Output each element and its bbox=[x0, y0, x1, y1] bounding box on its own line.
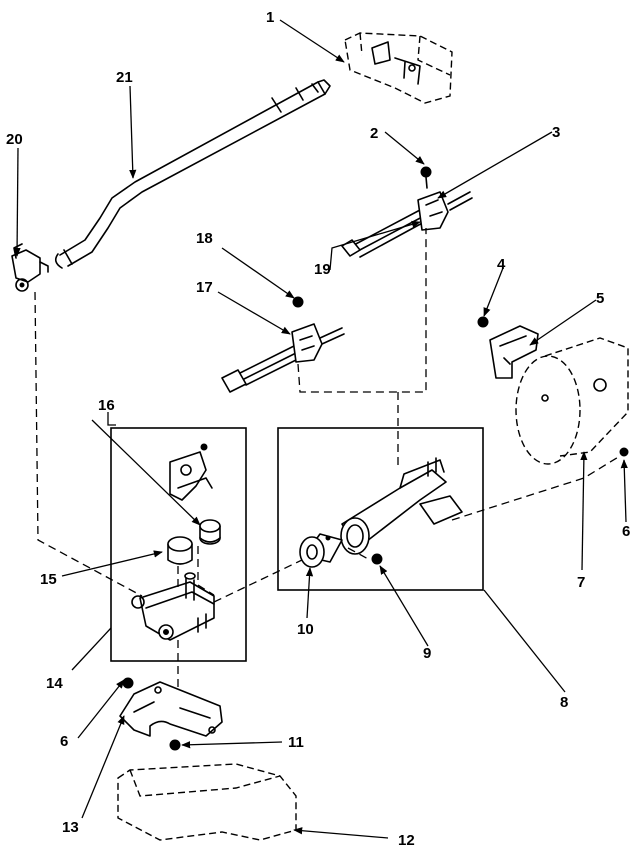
callout-5: 5 bbox=[596, 290, 604, 307]
callout-2: 2 bbox=[370, 125, 378, 142]
part-15-coil bbox=[167, 536, 193, 565]
callout-21: 21 bbox=[116, 69, 133, 86]
leader-lines bbox=[13, 19, 628, 839]
callout-18: 18 bbox=[196, 230, 213, 247]
callout-1: 1 bbox=[266, 9, 274, 26]
callout-8: 8 bbox=[560, 694, 568, 711]
part-14-gas-valve bbox=[131, 572, 215, 641]
callout-4: 4 bbox=[497, 256, 506, 273]
part-3-harness-bracket bbox=[341, 166, 473, 258]
callout-3: 3 bbox=[552, 124, 560, 141]
callout-6-right: 6 bbox=[622, 523, 630, 540]
part-1-ghost-bracket bbox=[344, 32, 453, 104]
part-20-elbow-fitting bbox=[11, 243, 49, 292]
part-21-tube bbox=[54, 79, 331, 269]
part-12-ghost-base bbox=[117, 763, 297, 841]
part-17-harness-bracket bbox=[221, 296, 345, 393]
part-7-ghost-housing bbox=[515, 337, 629, 465]
part-8-burner bbox=[340, 457, 463, 565]
callout-11: 11 bbox=[288, 734, 304, 751]
callout-15: 15 bbox=[40, 571, 57, 588]
callouts: 1 2 3 4 5 6 7 8 9 10 11 12 13 14 15 16 1… bbox=[6, 9, 630, 849]
part-16-coil bbox=[199, 519, 221, 545]
connection-lines bbox=[34, 228, 621, 690]
part-5-bracket bbox=[477, 316, 539, 379]
part-13-mounting-bracket bbox=[119, 677, 223, 751]
callout-14: 14 bbox=[46, 675, 63, 692]
callout-12: 12 bbox=[398, 832, 415, 849]
callout-6-left: 6 bbox=[60, 733, 68, 750]
callout-7: 7 bbox=[577, 574, 585, 591]
callout-16: 16 bbox=[98, 397, 115, 414]
callout-17: 17 bbox=[196, 279, 213, 296]
part-10-orifice bbox=[299, 533, 343, 568]
callout-9: 9 bbox=[423, 645, 431, 662]
part-16-valve-bracket bbox=[169, 443, 213, 501]
callout-10: 10 bbox=[297, 621, 314, 638]
burner-group-box bbox=[277, 427, 484, 591]
callout-20: 20 bbox=[6, 131, 23, 148]
callout-19: 19 bbox=[314, 261, 331, 278]
callout-13: 13 bbox=[62, 819, 79, 836]
